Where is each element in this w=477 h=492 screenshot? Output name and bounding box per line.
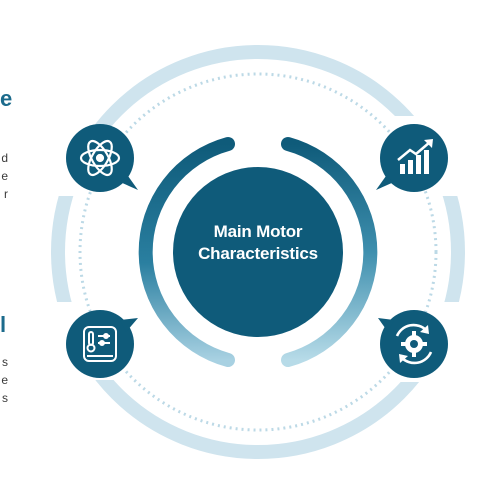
center-title-line1: Main Motor [213,222,303,241]
atom-icon [79,139,121,177]
control-panel-icon [83,326,117,362]
right-arc [281,137,378,367]
left-text-top-fragment-3: r [4,187,8,201]
dashed-ring [78,72,438,432]
outer-ring [51,45,465,459]
left-text-top-fragment-2: e [1,169,8,183]
left-text-top-fragment-1: d [1,151,8,165]
center-title: Main Motor Characteristics [178,221,338,265]
center-circle [173,167,343,337]
feature-badge-growth [376,124,448,192]
left-text-bottom-fragment-2: e [1,373,8,387]
gear-cycle-icon [395,323,433,365]
left-heading-top-fragment: e [0,86,13,111]
left-heading-bottom-fragment: l [0,312,7,337]
feature-badge-control [66,310,138,378]
center-title-line2: Characteristics [198,244,318,263]
growth-chart-icon [397,139,433,174]
feature-badge-gear [378,310,448,378]
left-arc [138,137,235,367]
left-text-bottom-fragment-3: s [2,391,8,405]
feature-badge-atom [66,124,138,192]
left-text-bottom-fragment-1: s [2,355,8,369]
